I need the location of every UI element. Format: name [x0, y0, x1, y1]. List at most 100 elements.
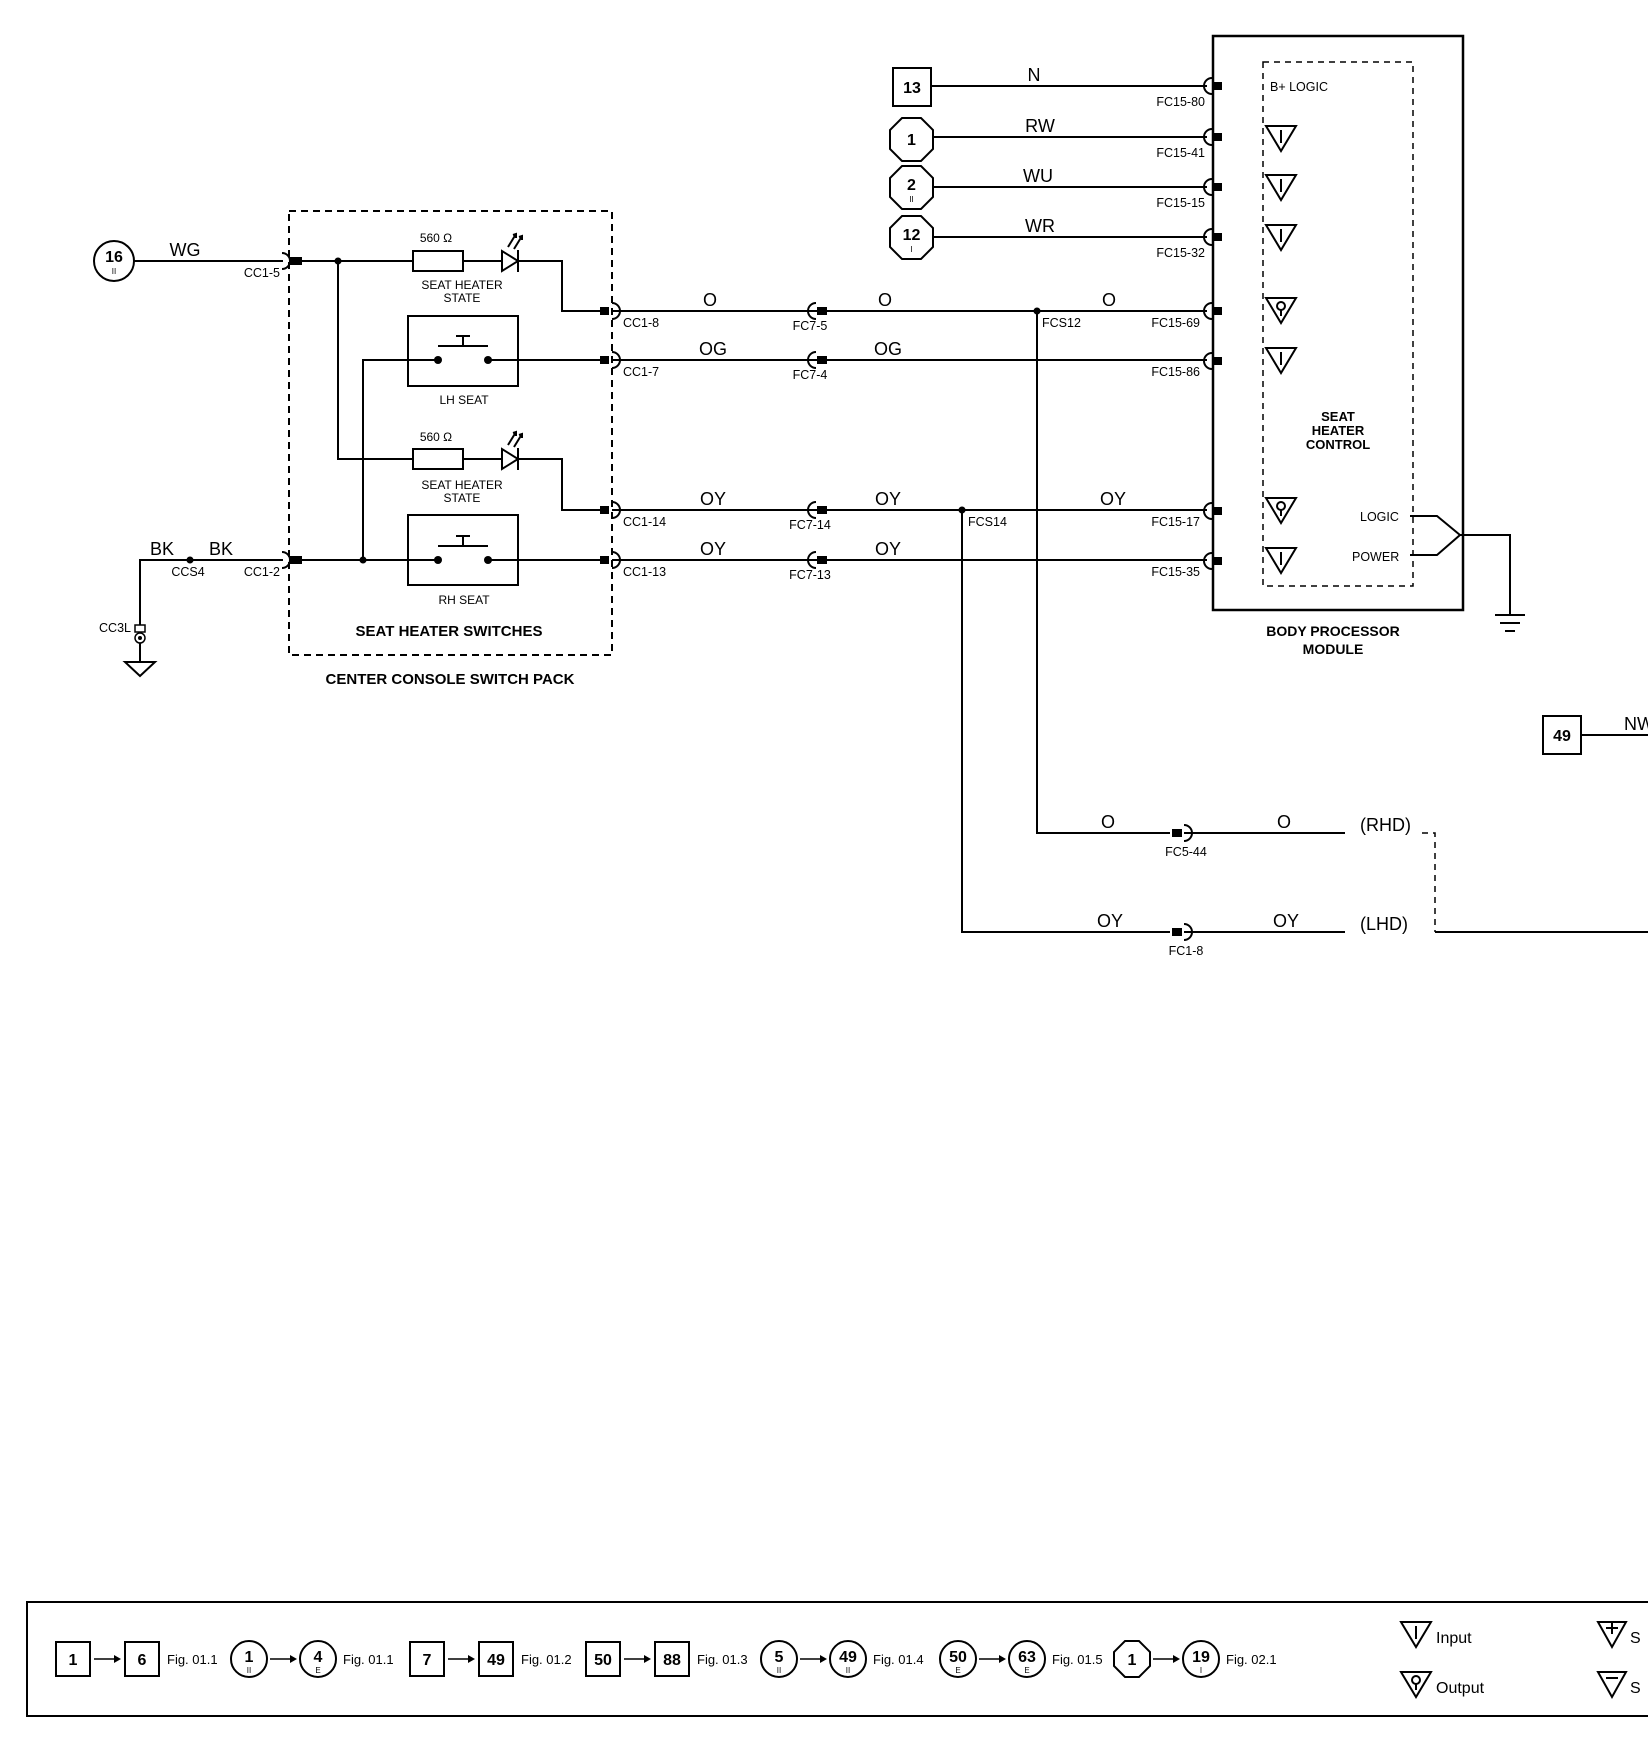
wire-label-oy-6: OY: [1097, 911, 1123, 931]
input-triangle-icon: [1264, 174, 1298, 202]
legend-arrow-icon: [94, 1655, 121, 1663]
shc-label-1: SEAT: [1321, 409, 1355, 424]
state-2-label-a: SEAT HEATER: [421, 478, 503, 492]
input-triangle-icon: [1264, 347, 1298, 375]
conn-fc15-32: FC15-32: [1156, 246, 1205, 260]
wire-label-oy-4: OY: [700, 539, 726, 559]
resistor-2: [412, 448, 464, 470]
legend-fig-4: Fig. 01.4: [873, 1652, 924, 1667]
legend-from-1: 1II: [230, 1640, 268, 1678]
legend-to-2-text: 49: [487, 1652, 505, 1669]
legend-to-5: 63E: [1008, 1640, 1046, 1678]
ref-12-text: 12: [903, 227, 921, 244]
shc-label-3: CONTROL: [1306, 437, 1370, 452]
legend-from-6-text: 1: [1128, 1652, 1137, 1669]
legend-to-6-sub: I: [1200, 1666, 1202, 1675]
conn-cc1-13: CC1-13: [623, 565, 666, 579]
wire-label-og-1: OG: [699, 339, 727, 359]
variant-lhd: (LHD): [1360, 914, 1408, 934]
wire-label-o-5: O: [1277, 812, 1291, 832]
bpm-label-2: MODULE: [1303, 641, 1364, 657]
conn-cc1-2: CC1-2: [244, 565, 280, 579]
conn-fc7-4: FC7-4: [793, 368, 828, 382]
ground-icon: [1495, 614, 1525, 632]
conn-ccs4: CCS4: [171, 565, 204, 579]
legend-output-icon: [1399, 1671, 1433, 1699]
conn-fcs12: FCS12: [1042, 316, 1081, 330]
wire-label-oy-3: OY: [1100, 489, 1126, 509]
legend-from-5-text: 50: [949, 1649, 967, 1666]
wire-label-n: N: [1028, 65, 1041, 85]
legend-fig-5: Fig. 01.5: [1052, 1652, 1103, 1667]
wire-label-o-3: O: [1102, 290, 1116, 310]
legend-from-4: 5II: [760, 1640, 798, 1678]
legend-to-0-text: 6: [138, 1652, 147, 1669]
legend-sink-icon: [1596, 1671, 1628, 1700]
logic-label: LOGIC: [1360, 510, 1399, 524]
legend-to-1-sub: E: [315, 1666, 320, 1675]
bpm-label-1: BODY PROCESSOR: [1266, 623, 1400, 639]
legend-arrow-icon: [270, 1655, 297, 1663]
legend-input-label: Input: [1436, 1630, 1472, 1647]
internal-wire-top: [302, 260, 436, 560]
legend-to-4-sub: II: [846, 1666, 850, 1675]
state-1-label-a: SEAT HEATER: [421, 278, 503, 292]
power-label: POWER: [1352, 550, 1399, 564]
legend-from-5-sub: E: [955, 1666, 960, 1675]
legend-to-1-text: 4: [314, 1649, 323, 1666]
wire-label-bk-1: BK: [150, 539, 174, 559]
output-triangle-icon: [1264, 297, 1298, 325]
wire-label-o-2: O: [878, 290, 892, 310]
conn-fc7-13: FC7-13: [789, 568, 831, 582]
conn-cc1-8: CC1-8: [623, 316, 659, 330]
legend-to-0: 6: [124, 1641, 160, 1677]
wire-label-bk-2: BK: [209, 539, 233, 559]
ref-2-sub: II: [909, 195, 913, 204]
switches-label: SEAT HEATER SWITCHES: [356, 623, 543, 640]
legend-to-3-text: 88: [663, 1652, 681, 1669]
rh-seat-label: RH SEAT: [438, 593, 490, 607]
conn-fc15-15: FC15-15: [1156, 196, 1205, 210]
seat-heater-control-box: [1262, 61, 1414, 587]
wire-label-wg: WG: [170, 240, 201, 260]
switch-contact-icon: [434, 335, 492, 364]
legend-from-0: 1: [55, 1641, 91, 1677]
ref-box-49: [1542, 715, 1582, 755]
branch-fcs12: [1036, 311, 1170, 834]
conn-cc1-7: CC1-7: [623, 365, 659, 379]
ref-box-13: [892, 67, 932, 107]
conn-fc15-35: FC15-35: [1151, 565, 1200, 579]
conn-fc15-80: FC15-80: [1156, 95, 1205, 109]
wire-label-rw: RW: [1025, 116, 1055, 136]
legend-to-1: 4E: [299, 1640, 337, 1678]
legend-to-5-sub: E: [1024, 1666, 1029, 1675]
legend-to-6: 19I: [1182, 1640, 1220, 1678]
legend-to-4-text: 49: [839, 1649, 857, 1666]
ref-49-text: 49: [1553, 728, 1571, 745]
ref-2-text: 2: [907, 177, 916, 194]
wire-label-og-2: OG: [874, 339, 902, 359]
legend-to-5-text: 63: [1018, 1649, 1036, 1666]
legend-output-label: Output: [1436, 1680, 1485, 1697]
variant-rhd: (RHD): [1360, 815, 1411, 835]
legend-from-1-text: 1: [245, 1649, 254, 1666]
conn-fc15-69: FC15-69: [1151, 316, 1200, 330]
wire-label-wu: WU: [1023, 166, 1053, 186]
conn-cc1-5: CC1-5: [244, 266, 280, 280]
conn-fc15-41: FC15-41: [1156, 146, 1205, 160]
switch-contact-icon: [434, 535, 492, 564]
wire-bk: [139, 559, 283, 628]
legend-to-3: 88: [654, 1641, 690, 1677]
legend-from-0-text: 1: [69, 1652, 78, 1669]
wire-label-o-4: O: [1101, 812, 1115, 832]
ref-16-text: 16: [105, 249, 123, 266]
seat-heater-switches-box: [288, 210, 613, 656]
wire-label-o-1: O: [703, 290, 717, 310]
legend-box: [26, 1601, 1648, 1717]
wire-label-oy-7: OY: [1273, 911, 1299, 931]
ref-octagon-2: [889, 165, 934, 210]
conn-cc1-14: CC1-14: [623, 515, 666, 529]
junction-dot: [334, 257, 342, 265]
ref-1-text: 1: [907, 132, 916, 149]
